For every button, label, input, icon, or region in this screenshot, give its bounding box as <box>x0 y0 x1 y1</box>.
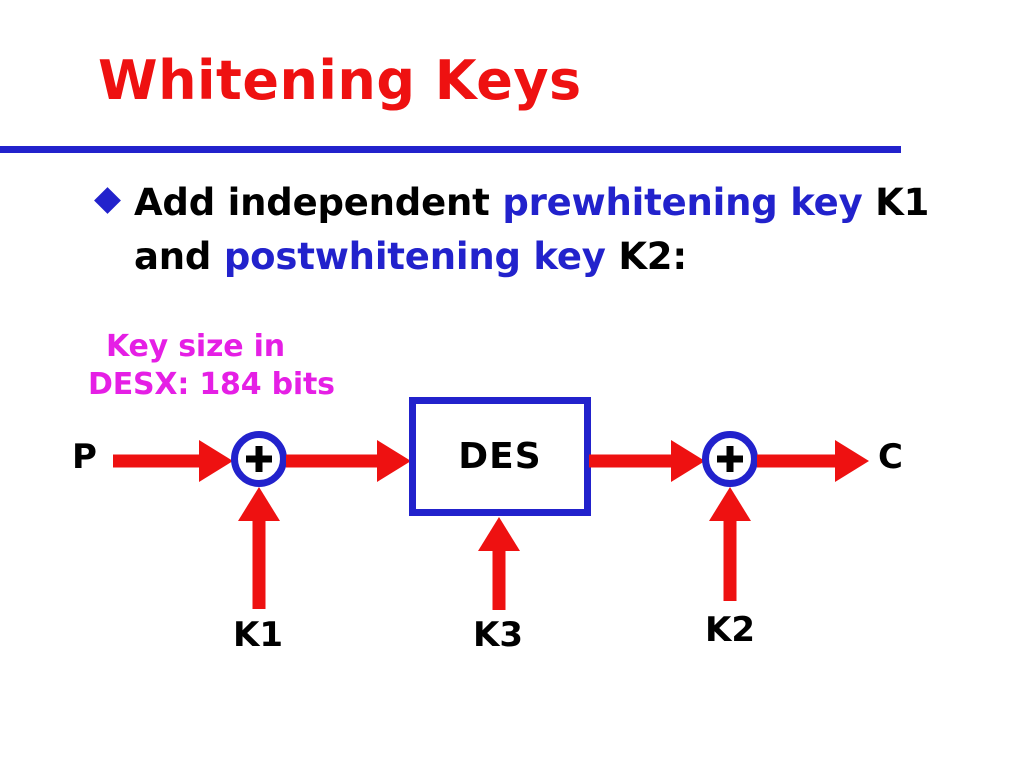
des-block-label: DES <box>458 435 542 477</box>
key-label-k1: K1 <box>233 615 284 655</box>
page-title: Whitening Keys <box>98 49 582 112</box>
arrow-shaft <box>286 454 379 468</box>
prewhitening-key-term: prewhitening key <box>502 181 863 224</box>
des-cipher-block: DES <box>409 397 591 516</box>
arrow-k3-up-icon <box>478 517 520 610</box>
postwhitening-key-term: postwhitening key <box>223 235 606 279</box>
xor-postwhitening-node <box>702 431 758 487</box>
arrow-shaft <box>113 454 201 468</box>
arrow-head <box>671 440 705 482</box>
arrow-head <box>238 487 280 521</box>
arrow-des-to-xor-icon <box>589 440 705 482</box>
arrow-xor-to-ciphertext-icon <box>757 440 869 482</box>
plus-icon-vertical-stroke <box>255 446 263 472</box>
key-size-annotation-line-1: Key size in <box>106 329 285 364</box>
arrow-head <box>377 440 411 482</box>
prewhitening-key-id: K1 <box>862 181 930 224</box>
title-divider <box>0 146 901 153</box>
bullet-block: Add independent prewhitening key K1 and … <box>94 176 976 285</box>
arrow-xor-to-des-icon <box>286 440 411 482</box>
key-label-k2: K2 <box>705 610 756 650</box>
arrow-shaft <box>252 519 266 609</box>
arrow-k2-up-icon <box>709 487 751 601</box>
arrow-head <box>709 487 751 521</box>
arrow-shaft <box>492 549 506 610</box>
arrow-plaintext-to-xor-icon <box>113 440 233 482</box>
ciphertext-output-label: C <box>878 437 903 477</box>
bullet-conjunction: and <box>134 235 224 279</box>
arrow-shaft <box>589 454 673 468</box>
plus-icon-vertical-stroke <box>726 446 734 472</box>
plaintext-input-label: P <box>72 437 97 477</box>
arrow-head <box>478 517 520 551</box>
xor-prewhitening-node <box>231 431 287 487</box>
arrow-head <box>835 440 869 482</box>
bullet-text: Add independent prewhitening key K1 and … <box>96 176 976 285</box>
arrow-k1-up-icon <box>238 487 280 609</box>
key-size-annotation: Key size in DESX: 184 bits <box>88 328 335 405</box>
key-label-k3: K3 <box>473 615 524 655</box>
arrow-shaft <box>757 454 837 468</box>
arrow-shaft <box>723 519 737 601</box>
postwhitening-key-id: K2: <box>605 235 687 279</box>
arrow-head <box>199 440 233 482</box>
key-size-annotation-line-2: DESX: 184 bits <box>88 367 335 403</box>
bullet-lead-text: Add independent <box>134 181 503 224</box>
